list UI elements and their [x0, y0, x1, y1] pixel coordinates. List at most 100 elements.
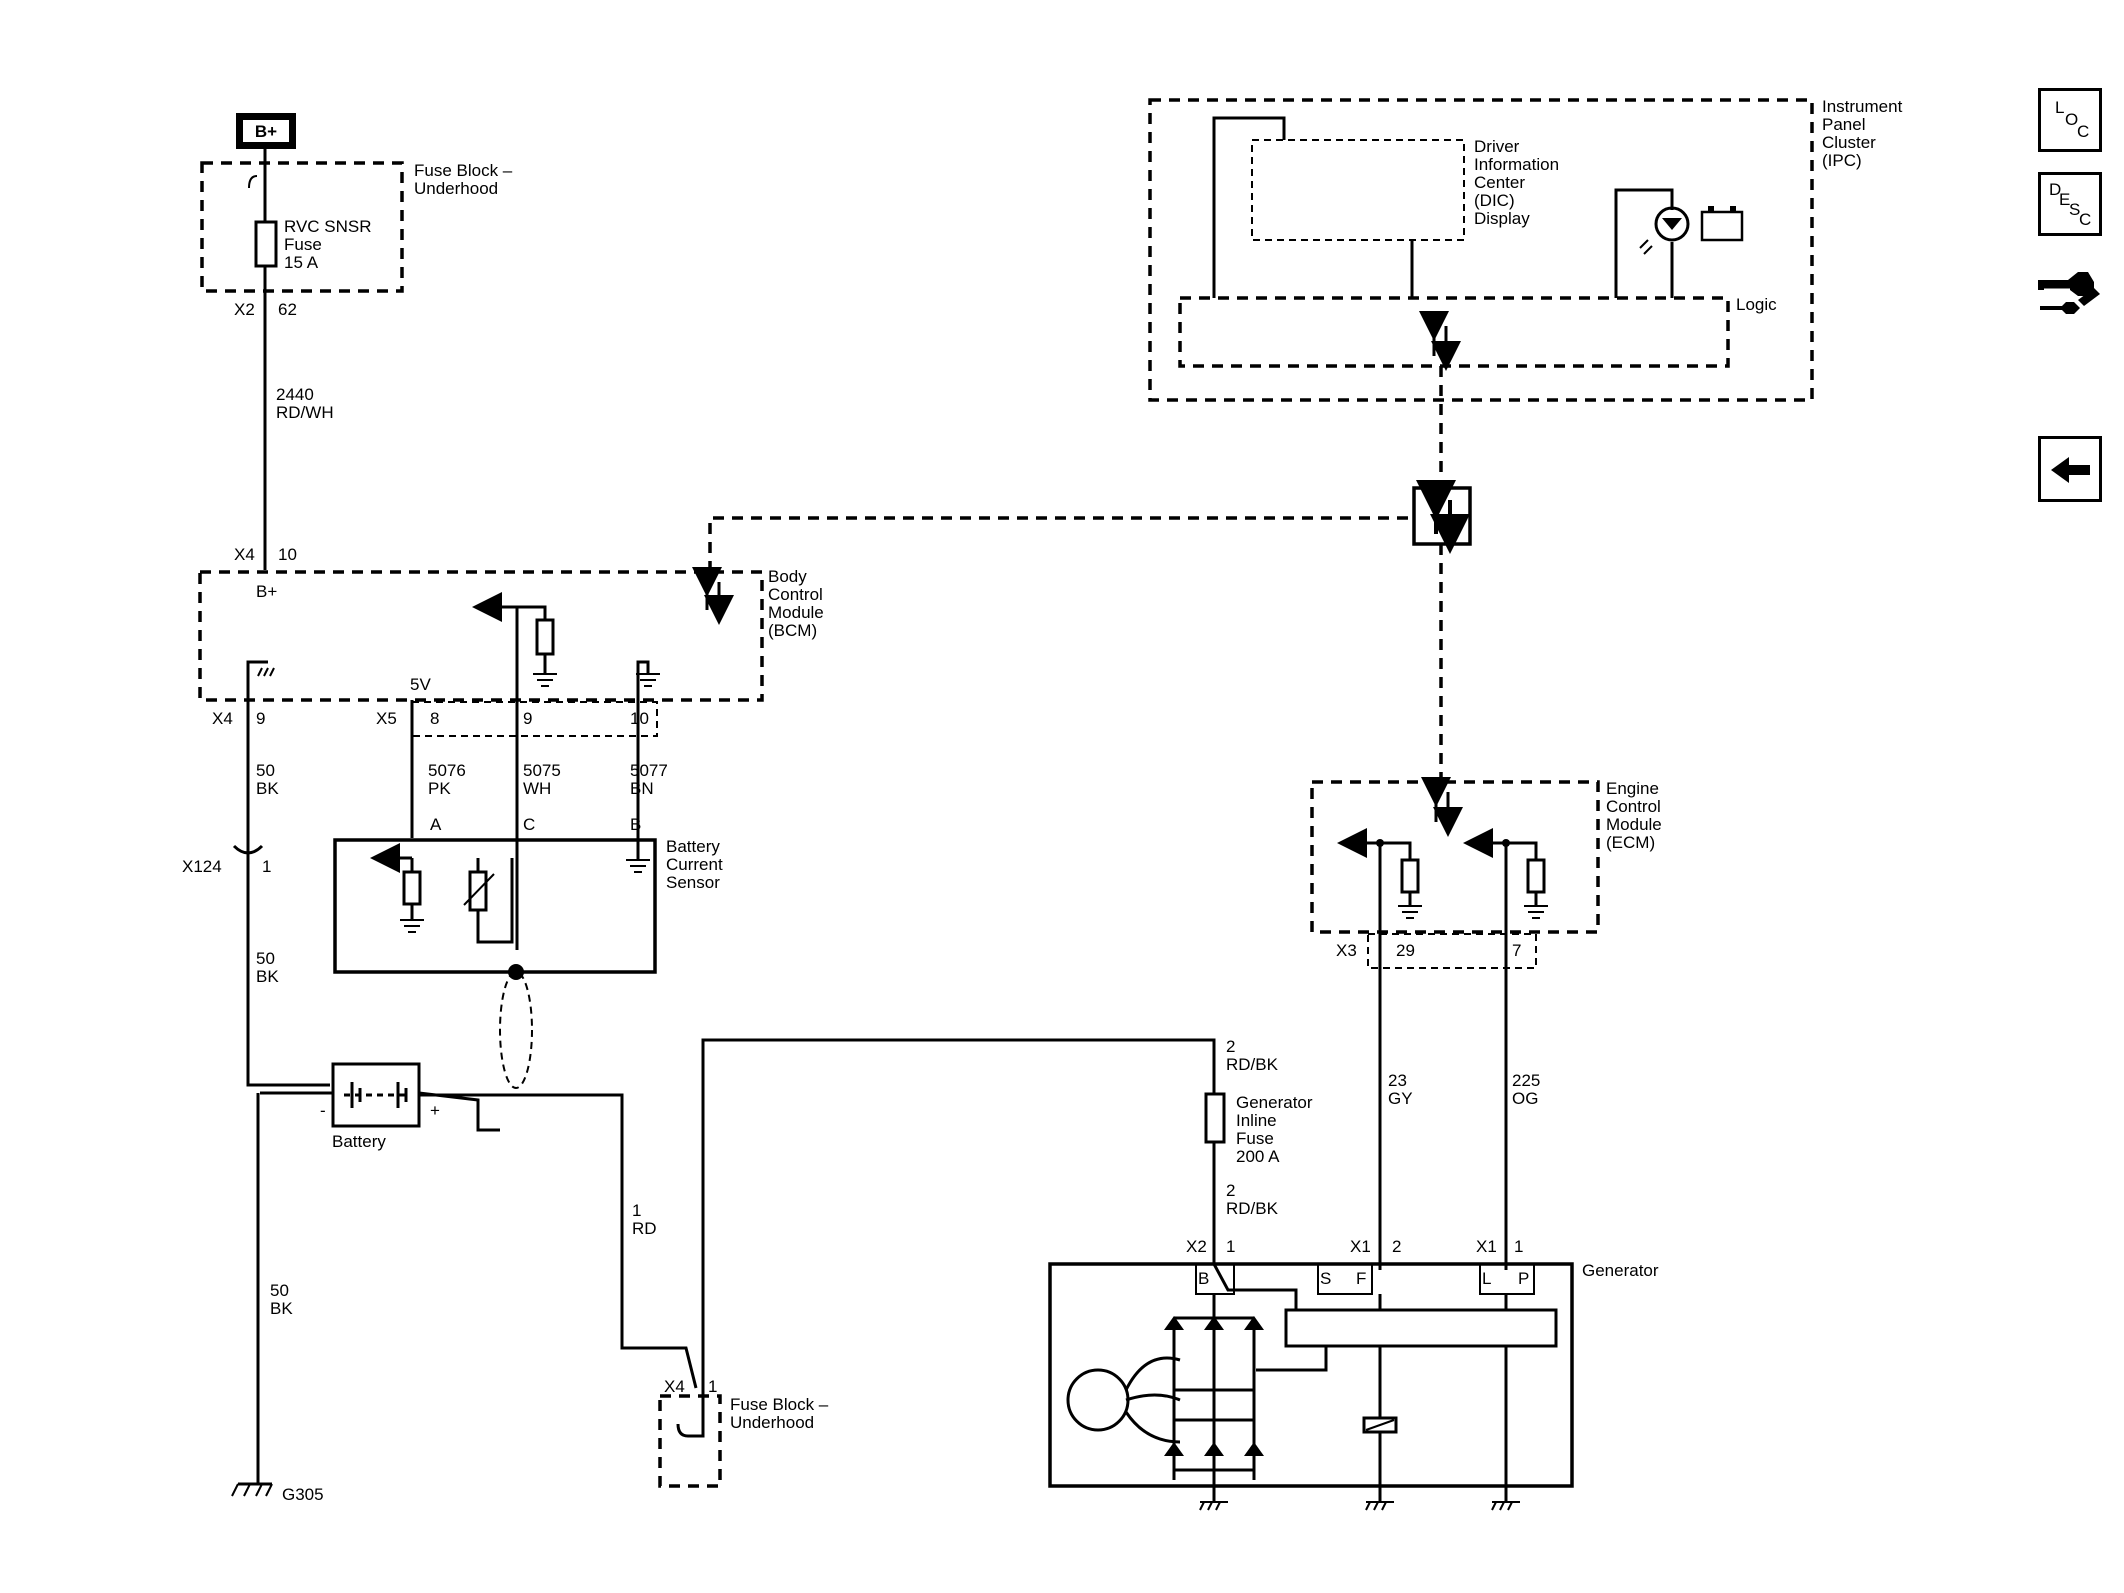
- ipc-label-4-label: (IPC): [1822, 151, 1862, 170]
- generator-inline-fuse: Generator Inline Fuse 200 A: [1204, 1092, 1313, 1166]
- gen-fuse-label-3-label: Fuse: [1236, 1129, 1274, 1148]
- fuse-block-bottom-conn-label: X4: [664, 1377, 685, 1396]
- connector-tools-button[interactable]: [2034, 262, 2106, 334]
- wire-5075-color-label: WH: [523, 779, 551, 798]
- wire-2rd-bot-num-label: 2: [1226, 1181, 1235, 1200]
- bcm-conn-top-label: X4: [234, 545, 255, 564]
- wire-50-c-num-label: 50: [270, 1281, 289, 1300]
- battery: Battery - +: [320, 1062, 440, 1151]
- ipc-label-3-label: Cluster: [1822, 133, 1876, 152]
- generator-pin-x2-label: 1: [1226, 1237, 1235, 1256]
- wire-1rd-color-label: RD: [632, 1219, 657, 1238]
- wire-50-c-color-label: BK: [270, 1299, 293, 1318]
- engine-control-module: Engine Control Module (ECM) X3 29 7: [1310, 777, 1662, 969]
- generator: Generator X2 1 X1 X1 2 X1 1 B S F L P: [1048, 1237, 1659, 1511]
- body-control-module: X4 10 B+ Body Control Module (BCM) 5V X4…: [198, 545, 824, 950]
- fuse-block-underhood-bottom: X4 1 Fuse Block – Underhood: [658, 1377, 829, 1488]
- fuse-block-bottom-pin-label: 1: [708, 1377, 717, 1396]
- b-plus-source: B+: [236, 113, 296, 149]
- location-icon-o: O: [2065, 110, 2079, 129]
- description-button[interactable]: D E S C: [2038, 172, 2102, 236]
- description-icon-e: E: [2059, 190, 2071, 209]
- wire-2440-color-label: RD/WH: [276, 403, 334, 422]
- wire-225-color-label: OG: [1512, 1089, 1538, 1108]
- location-button[interactable]: L O C: [2038, 88, 2102, 152]
- gen-fuse-label-2-label: Inline: [1236, 1111, 1277, 1130]
- generator-conn-x1a-label: X1: [1350, 1237, 1371, 1256]
- dic-label-1-label: Driver: [1474, 137, 1520, 156]
- bcm-label-3-label: Module: [768, 603, 824, 622]
- ipc-label-1-label: Instrument: [1822, 97, 1903, 116]
- sensor-label-2-label: Current: [666, 855, 723, 874]
- fuse-block-underhood-top: Fuse Block – Underhood RVC SNSR Fuse 15 …: [200, 161, 513, 319]
- dic-label-3-label: Center: [1474, 173, 1525, 192]
- wire-50-a-num-label: 50: [256, 761, 275, 780]
- fuse-block-top-fuse-3-label: 15 A: [284, 253, 319, 272]
- generator-term-f-label: F: [1356, 1269, 1366, 1288]
- fuse-block-top-label-2-label: Underhood: [414, 179, 498, 198]
- bcm-conn-gnd-label: X4: [212, 709, 233, 728]
- sensor-pin-c-label: C: [523, 815, 535, 834]
- wire-50-b-num-label: 50: [256, 949, 275, 968]
- bcm-v5-label: 5V: [410, 675, 431, 694]
- generator-term-b-label: B: [1198, 1269, 1209, 1288]
- generator-conn-x1b-label: X1: [1476, 1237, 1497, 1256]
- connector-x124: X124 1: [182, 836, 271, 876]
- bcm-label-1-label: Body: [768, 567, 807, 586]
- bcm-pin-gnd-label: 9: [256, 709, 265, 728]
- generator-pin-x1b-label: 1: [1514, 1237, 1523, 1256]
- description-icon-d: D: [2049, 180, 2062, 199]
- ecm-label-1-label: Engine: [1606, 779, 1659, 798]
- gen-fuse-label-4-label: 200 A: [1236, 1147, 1280, 1166]
- wire-2rd-top-color-label: RD/BK: [1226, 1055, 1279, 1074]
- wire-2rd-bot-color-label: RD/BK: [1226, 1199, 1279, 1218]
- wire-5075-num-label: 5075: [523, 761, 561, 780]
- wire-2440-num-label: 2440: [276, 385, 314, 404]
- ipc-label-2-label: Panel: [1822, 115, 1865, 134]
- tools-icon: [2038, 272, 2100, 314]
- wire-50-b-color-label: BK: [256, 967, 279, 986]
- ipc-logic-label: Logic: [1736, 295, 1777, 314]
- bcm-pin-9-label: 9: [523, 709, 532, 728]
- wire-5077-num-label: 5077: [630, 761, 668, 780]
- description-icon-s: S: [2069, 200, 2081, 219]
- generator-term-p-label: P: [1518, 1269, 1529, 1288]
- wire-5077-color-label: BN: [630, 779, 654, 798]
- ecm-label-2-label: Control: [1606, 797, 1661, 816]
- generator-term-l-label: L: [1482, 1269, 1491, 1288]
- sensor-label-1-label: Battery: [666, 837, 720, 856]
- ecm-label-4-label: (ECM): [1606, 833, 1655, 852]
- battery-current-sensor: Battery Current Sensor A C B: [333, 815, 723, 974]
- fuse-block-top-label-1-label: Fuse Block –: [414, 161, 513, 180]
- wire-23-color-label: GY: [1388, 1089, 1413, 1108]
- fuse-block-top-conn-label: X2: [234, 300, 255, 319]
- sensor-pin-a-label: A: [430, 815, 442, 834]
- bcm-label-4-label: (BCM): [768, 621, 817, 640]
- led-lamp-icon: [1639, 206, 1690, 255]
- ecm-pin-29-label: 29: [1396, 941, 1415, 960]
- location-icon-c: C: [2077, 122, 2090, 141]
- wire-225-num-label: 225: [1512, 1071, 1540, 1090]
- wire-2rd-top-num-label: 2: [1226, 1037, 1235, 1056]
- rvc-snsr-fuse: [254, 220, 278, 268]
- ecm-pin-7-label: 7: [1512, 941, 1521, 960]
- dic-label-4-label: (DIC): [1474, 191, 1515, 210]
- wire-5076-color-label: PK: [428, 779, 451, 798]
- dic-label-5-label: Display: [1474, 209, 1530, 228]
- description-icon-c: C: [2079, 210, 2092, 229]
- instrument-panel-cluster: Instrument Panel Cluster (IPC) Driver In…: [1148, 97, 1903, 402]
- battery-symbol-icon: [1700, 206, 1744, 242]
- bcm-pin-top-label: 10: [278, 545, 297, 564]
- wire-23-num-label: 23: [1388, 1071, 1407, 1090]
- battery-label-label: Battery: [332, 1132, 386, 1151]
- wire-1rd-num-label: 1: [632, 1201, 641, 1220]
- bcm-bplus-label: B+: [256, 582, 277, 601]
- battery-minus-label: -: [320, 1101, 326, 1120]
- serial-data-connector: [1412, 480, 1472, 554]
- ecm-conn-label: X3: [1336, 941, 1357, 960]
- ground-g305: G305: [231, 1482, 324, 1504]
- back-button[interactable]: [2038, 436, 2102, 502]
- wire-5076-num-label: 5076: [428, 761, 466, 780]
- fuse-block-top-fuse-2-label: Fuse: [284, 235, 322, 254]
